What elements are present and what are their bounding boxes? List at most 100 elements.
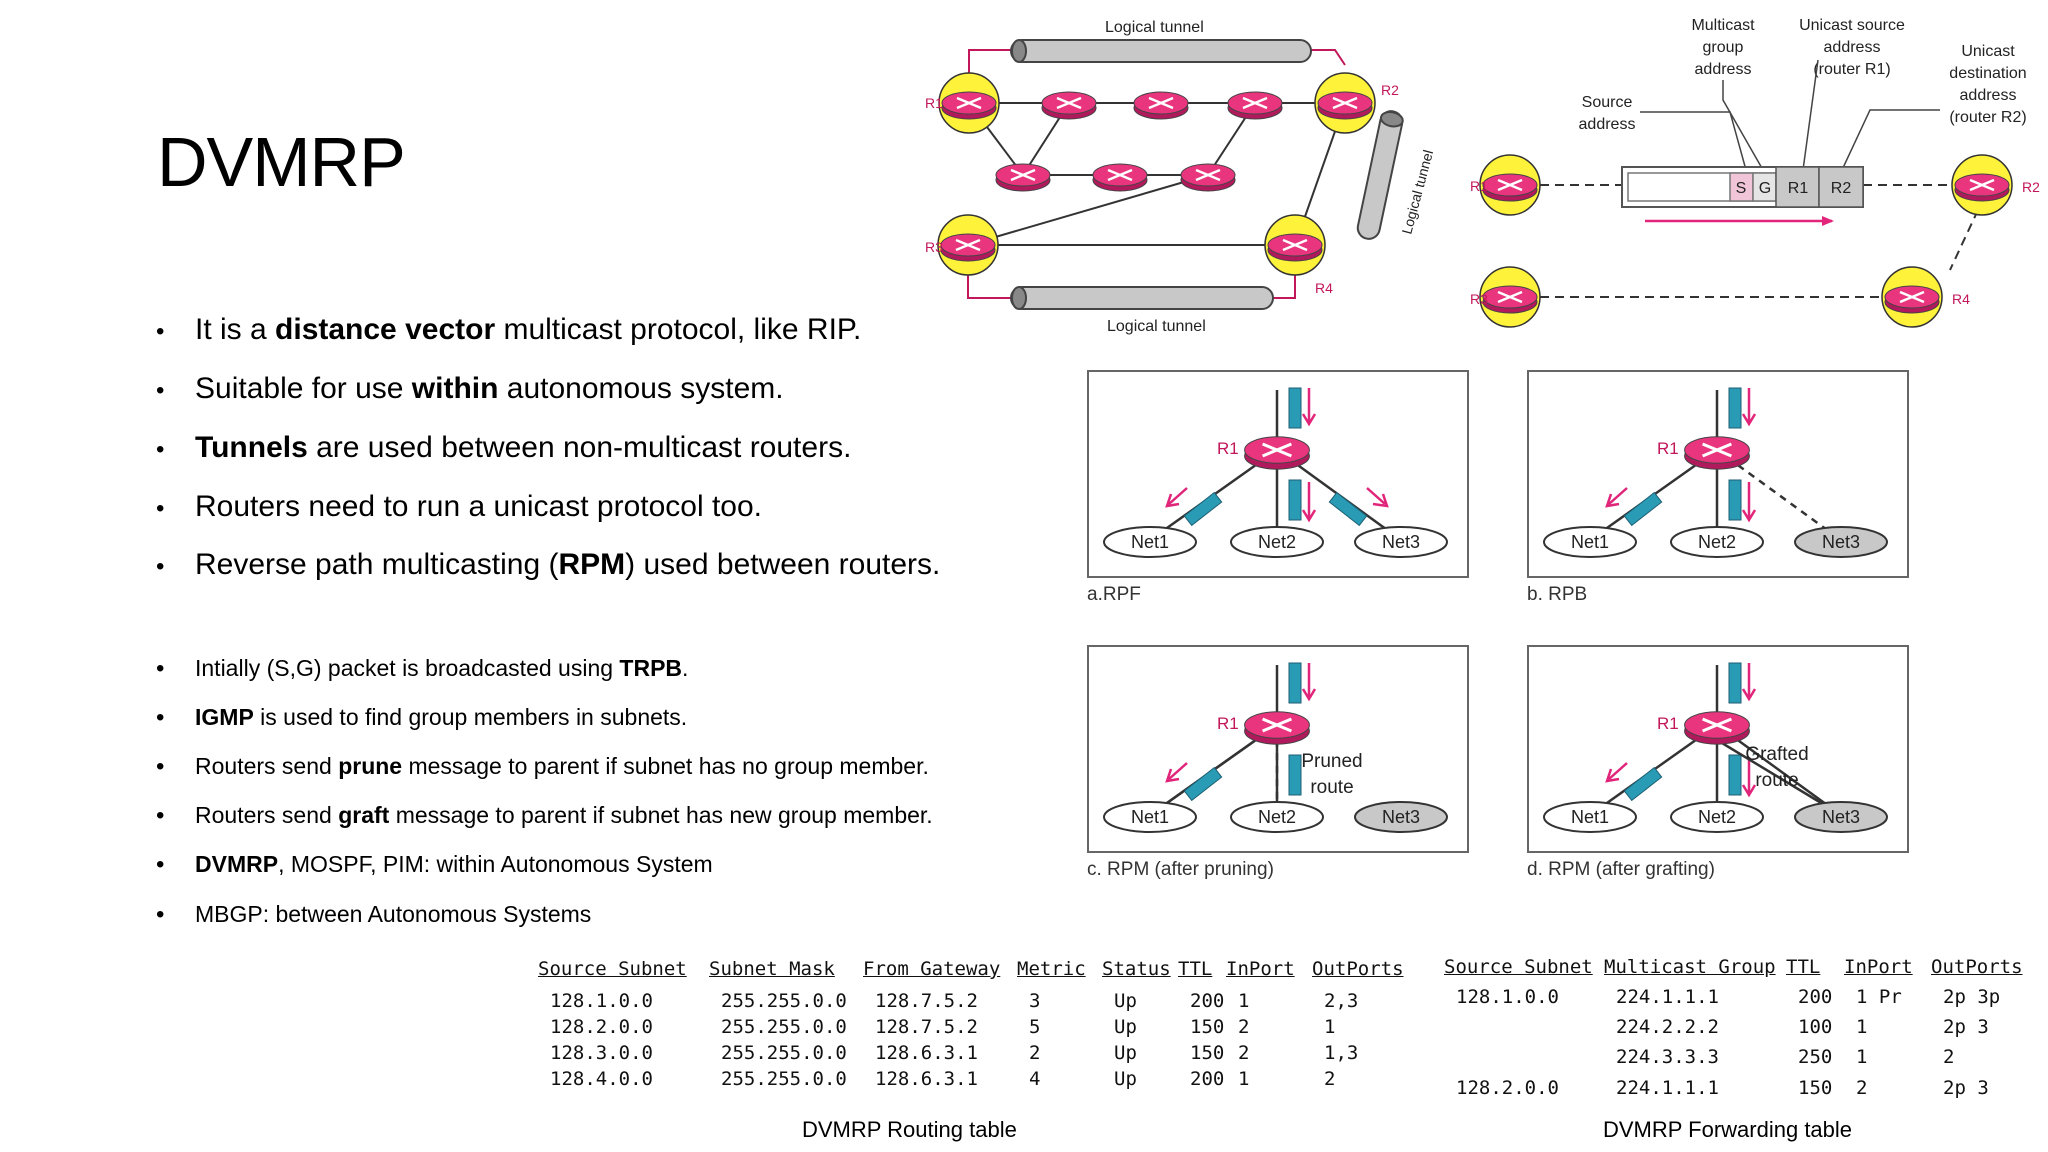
top-tunnel-label: Logical tunnel <box>1105 19 1204 36</box>
bullet-item: •Reverse path multicasting (RPM) used be… <box>156 548 940 582</box>
table-header: Subnet Mask <box>709 958 835 980</box>
table-cell: 2 <box>1029 1042 1041 1064</box>
table-header: Source Subnet <box>1444 956 1593 978</box>
table-cell: 1 <box>1324 1016 1336 1038</box>
router-icon <box>1180 163 1236 192</box>
table-cell: 2 <box>1856 1077 1868 1099</box>
bullet-bold-fragment: DVMRP <box>195 851 279 877</box>
router-icon <box>1244 436 1310 470</box>
net-ellipse <box>1103 801 1197 833</box>
field-r1: R1 <box>1788 180 1809 197</box>
table-cell: 128.4.0.0 <box>550 1068 653 1090</box>
bullet-bold-fragment: Tunnels <box>195 431 308 464</box>
bullet-bold-fragment: RPM <box>558 548 626 581</box>
net-ellipse <box>1354 801 1448 833</box>
table-header: OutPorts <box>1931 956 2023 978</box>
bullet-text: Tunnels are used between non-multicast r… <box>195 431 851 465</box>
bullet-bold-fragment: TRPB <box>619 655 683 681</box>
net-label: Net1 <box>1131 807 1169 827</box>
bullet-fragment: Reverse path multicasting ( <box>195 548 559 581</box>
router-icon <box>1092 163 1148 192</box>
bullet-bold-fragment: distance vector <box>275 313 496 346</box>
table-cell: 128.1.0.0 <box>1456 986 1559 1008</box>
router-icon <box>1244 711 1310 745</box>
bullet-fragment: It is a <box>195 313 276 346</box>
net-ellipse <box>1230 801 1324 833</box>
bullet-item: •IGMP is used to find group members in s… <box>156 704 687 732</box>
bullet-item: •Routers need to run a unicast protocol … <box>156 490 762 524</box>
top-tunnel-pipe <box>1010 39 1312 63</box>
table-cell: 2 <box>1943 1046 1955 1068</box>
router-icon <box>1264 214 1326 276</box>
bullet-fragment: multicast protocol, like RIP. <box>495 313 862 346</box>
table-cell: 1 Pr <box>1856 986 1902 1008</box>
bullet-text: MBGP: between Autonomous Systems <box>195 901 591 928</box>
table-cell: 2 <box>1324 1068 1336 1090</box>
net-label: Net3 <box>1382 807 1420 827</box>
router-label-r1: R1 <box>1217 714 1239 733</box>
net-label: Net1 <box>1571 532 1609 552</box>
table-cell: 128.2.0.0 <box>1456 1077 1559 1099</box>
router-label-r3: R3 <box>1470 291 1488 307</box>
router-label-r4: R4 <box>1952 291 1970 307</box>
bullet-fragment: . <box>682 655 689 681</box>
router-icon <box>1041 91 1097 120</box>
bullet-dot: • <box>156 553 165 580</box>
table-cell: Up <box>1114 990 1137 1012</box>
router-icon <box>1479 266 1541 328</box>
bullet-dot: • <box>156 802 165 829</box>
bullet-fragment: message to parent if subnet has no group… <box>402 753 929 779</box>
bullet-item: •Intially (S,G) packet is broadcasted us… <box>156 655 688 683</box>
net-ellipse <box>1543 526 1637 558</box>
table-cell: 2p 3p <box>1943 986 2001 1008</box>
router-label-r1: R1 <box>1657 714 1679 733</box>
router-label-r3: R3 <box>925 239 943 255</box>
router-icon <box>1479 154 1541 216</box>
net-ellipse <box>1670 801 1764 833</box>
bullet-dot: • <box>156 495 165 522</box>
table-cell: 150 <box>1190 1016 1225 1038</box>
table-cell: 224.1.1.1 <box>1616 1077 1719 1099</box>
table-cell: 1 <box>1238 1068 1250 1090</box>
net-ellipse <box>1543 801 1637 833</box>
router-label-r4: R4 <box>1315 280 1333 296</box>
bottom-tunnel-label: Logical tunnel <box>1107 318 1206 335</box>
table-cell: 200 <box>1190 990 1225 1012</box>
bullet-fragment: , MOSPF, PIM: within Autonomous System <box>278 851 713 877</box>
bullet-fragment: Routers send <box>195 753 339 779</box>
bullet-fragment: Routers send <box>195 802 339 828</box>
net-label: Net3 <box>1382 532 1420 552</box>
table-cell: 128.6.3.1 <box>875 1042 978 1064</box>
bullet-fragment: is used to find group members in subnets… <box>253 704 688 730</box>
panel-caption: d. RPM (after grafting) <box>1527 859 1715 880</box>
bullet-fragment: message to parent if subnet has new grou… <box>389 802 933 828</box>
bullet-fragment: autonomous system. <box>498 372 784 405</box>
net-label: Net3 <box>1822 807 1860 827</box>
net-label: Net2 <box>1698 807 1736 827</box>
bullet-item: •Suitable for use within autonomous syst… <box>156 372 784 406</box>
table-header: TTL <box>1786 956 1821 978</box>
table-cell: 255.255.0.0 <box>721 1016 847 1038</box>
router-icon <box>1227 91 1283 120</box>
bullet-text: It is a distance vector multicast protoc… <box>195 313 861 347</box>
table-cell: 128.7.5.2 <box>875 1016 978 1038</box>
router-icon <box>995 163 1051 192</box>
table-cell: 224.1.1.1 <box>1616 986 1719 1008</box>
net-label: Net2 <box>1258 532 1296 552</box>
panel-caption: c. RPM (after pruning) <box>1087 859 1274 880</box>
routing-table-caption: DVMRP Routing table <box>802 1117 1017 1142</box>
net-label: Net1 <box>1131 532 1169 552</box>
bullet-bold-fragment: within <box>411 372 499 405</box>
panel-caption: a.RPF <box>1087 584 1141 605</box>
net-ellipse <box>1103 526 1197 558</box>
field-g: G <box>1759 180 1771 197</box>
bullet-dot: • <box>156 318 165 345</box>
router-icon <box>937 214 999 276</box>
